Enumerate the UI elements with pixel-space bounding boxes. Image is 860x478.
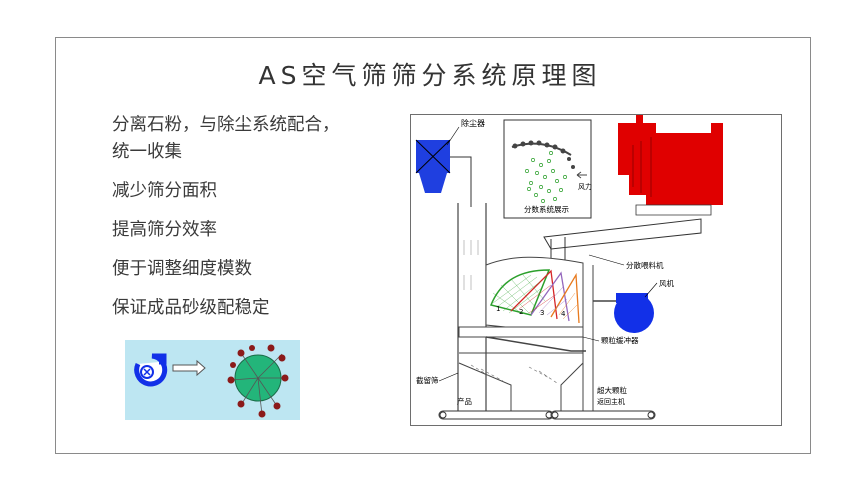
mini-wheel-icon xyxy=(227,344,289,418)
bullet-item: 减少筛分面积 xyxy=(112,181,217,201)
label-wind-force: 风力 xyxy=(578,182,592,191)
fan-icon xyxy=(593,293,654,333)
label-distributor: 分散喂料机 xyxy=(626,260,664,270)
zone-number: 1 xyxy=(496,305,500,313)
bullet-list: 分离石粉，与除尘系统配合，统一收集 减少筛分面积 提高筛分效率 便于调整细度模数… xyxy=(112,112,352,334)
mini-arrow-icon xyxy=(172,359,206,377)
label-particle-buffer: 颗粒缓冲器 xyxy=(601,335,639,345)
label-product: 产品 xyxy=(457,396,472,406)
bullet-item: 提高筛分效率 xyxy=(112,220,217,240)
bullet-item: 保证成品砂级配稳定 xyxy=(112,298,270,318)
fan-wheel-illustration xyxy=(125,340,300,420)
separator-tower: 1 2 3 4 xyxy=(457,203,594,415)
label-return: 返回主机 xyxy=(597,397,625,406)
label-oversize: 超大颗粒 xyxy=(597,385,627,395)
zone-number: 2 xyxy=(519,308,523,316)
label-classification-display: 分数系统展示 xyxy=(524,204,569,214)
label-dust-collector: 除尘器 xyxy=(461,118,485,128)
page-title: AS空气筛筛分系统原理图 xyxy=(258,61,602,90)
classification-display-box: 风力 分数系统展示 xyxy=(503,119,592,219)
crusher-icon xyxy=(618,115,723,216)
bottom-conveyor-right xyxy=(550,410,656,420)
bottom-conveyor-left xyxy=(438,410,554,420)
dust-collector-icon xyxy=(415,139,451,193)
label-screen: 截留筛 xyxy=(416,375,439,385)
bullet-item: 便于调整细度模数 xyxy=(112,259,252,279)
bullet-item: 分离石粉，与除尘系统配合，统一收集 xyxy=(112,115,340,162)
zone-number: 4 xyxy=(561,310,566,318)
zone-number: 3 xyxy=(540,309,544,317)
label-fan: 风机 xyxy=(659,278,674,288)
principle-diagram: 除尘器 风力 分数系统展示 xyxy=(410,114,782,426)
mini-fan-icon xyxy=(134,353,168,387)
